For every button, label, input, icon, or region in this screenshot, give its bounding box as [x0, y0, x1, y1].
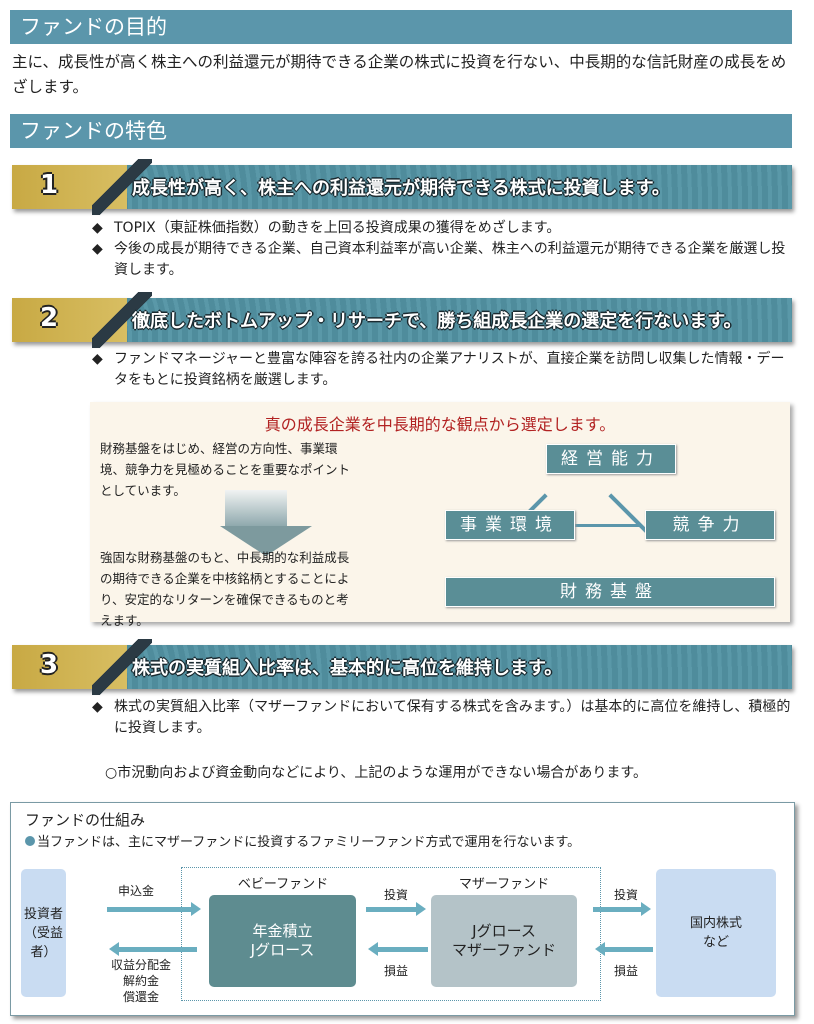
mother-fund-label: マザーファンド [458, 877, 550, 892]
investor-box: 投資者 （受益者） [21, 869, 66, 997]
sword-icon [92, 159, 152, 215]
selection-box: 真の成長企業を中長期的な観点から選定します。 財務基盤をはじめ、経営の方向性、事… [90, 402, 790, 628]
profit-label-2: 損益 [613, 964, 638, 978]
features-heading: ファンドの特色 [10, 114, 792, 148]
box-environment: 事業環境 [445, 510, 575, 540]
bullet: TOPIX（東証株価指数）の動きを上回る投資成果の獲得をめざします。 [92, 218, 797, 239]
feature-title: 株式の実質組入比率は、基本的に高位を維持します。 [132, 658, 563, 679]
selection-text-1: 財務基盤をはじめ、経営の方向性、事業環境、競争力を見極めることを重要なポイントと… [100, 441, 351, 498]
structure-title: ファンドの仕組み [25, 811, 146, 829]
selection-text-2: 強固な財務基盤のもと、中長期的な利益成長の期待できる企業を中核銘柄とすることによ… [100, 550, 350, 628]
structure-box: ファンドの仕組み 当ファンドは、主にマザーファンドに投資するファミリーファンド方… [10, 802, 795, 1016]
arrow-left-icon [109, 942, 197, 956]
arrow-right-icon [107, 902, 201, 916]
down-arrow-icon [225, 490, 287, 526]
feature-banner-1: 1 成長性が高く、株主への利益還元が期待できる株式に投資します。 [12, 159, 792, 215]
sword-icon [92, 292, 152, 348]
stocks-box: 国内株式 など [656, 869, 776, 997]
feature-title: 徹底したボトムアップ・リサーチで、勝ち組成長企業の選定を行ないます。 [132, 311, 742, 332]
apply-label: 申込金 [117, 884, 154, 898]
purpose-text: 主に、成長性が高く株主への利益還元が期待できる企業の株式に投資を行ない、中長期的… [12, 53, 787, 96]
box-competitiveness: 競争力 [645, 510, 775, 540]
feature-banner-2: 2 徹底したボトムアップ・リサーチで、勝ち組成長企業の選定を行ないます。 [12, 292, 792, 348]
arrow-left-icon [595, 942, 653, 956]
returns-label: 収益分配金 解約金 償還金 [110, 958, 171, 1004]
baby-fund-box: 年金積立 Jグロース [209, 895, 356, 987]
feature-number: 3 [40, 650, 59, 680]
feature-banner-3: 3 株式の実質組入比率は、基本的に高位を維持します。 [12, 639, 792, 695]
invest-label-2: 投資 [613, 888, 638, 902]
bullet: 株式の実質組入比率（マザーファンドにおいて保有する株式を含みます。）は基本的に高… [92, 697, 797, 739]
feature-title: 成長性が高く、株主への利益還元が期待できる株式に投資します。 [132, 178, 670, 199]
bullet: ファンドマネージャーと豊富な陣容を誇る社内の企業アナリストが、直接企業を訪問し収… [92, 349, 797, 391]
structure-desc: 当ファンドは、主にマザーファンドに投資するファミリーファンド方式で運用を行ないま… [37, 835, 581, 850]
selection-title: 真の成長企業を中長期的な観点から選定します。 [264, 415, 616, 434]
box-financial-base: 財務基盤 [445, 577, 775, 607]
arrow-left-icon [368, 942, 428, 956]
feature-number: 2 [40, 303, 59, 333]
profit-label-1: 損益 [383, 964, 408, 978]
baby-fund-label: ベビーファンド [237, 877, 329, 892]
bullet-dot-icon [25, 836, 35, 846]
arrow-right-icon [366, 902, 426, 916]
invest-label-1: 投資 [383, 888, 408, 902]
arrow-right-icon [593, 902, 651, 916]
purpose-heading: ファンドの目的 [10, 10, 792, 44]
box-management: 経営能力 [546, 444, 676, 474]
feature-number: 1 [40, 170, 59, 200]
note: ○市況動向および資金動向などにより、上記のような運用ができない場合があります。 [105, 765, 647, 781]
sword-icon [92, 639, 152, 695]
mother-fund-box: Jグロース マザーファンド [431, 895, 577, 987]
bullet: 今後の成長が期待できる企業、自己資本利益率が高い企業、株主への利益還元が期待でき… [92, 239, 797, 281]
